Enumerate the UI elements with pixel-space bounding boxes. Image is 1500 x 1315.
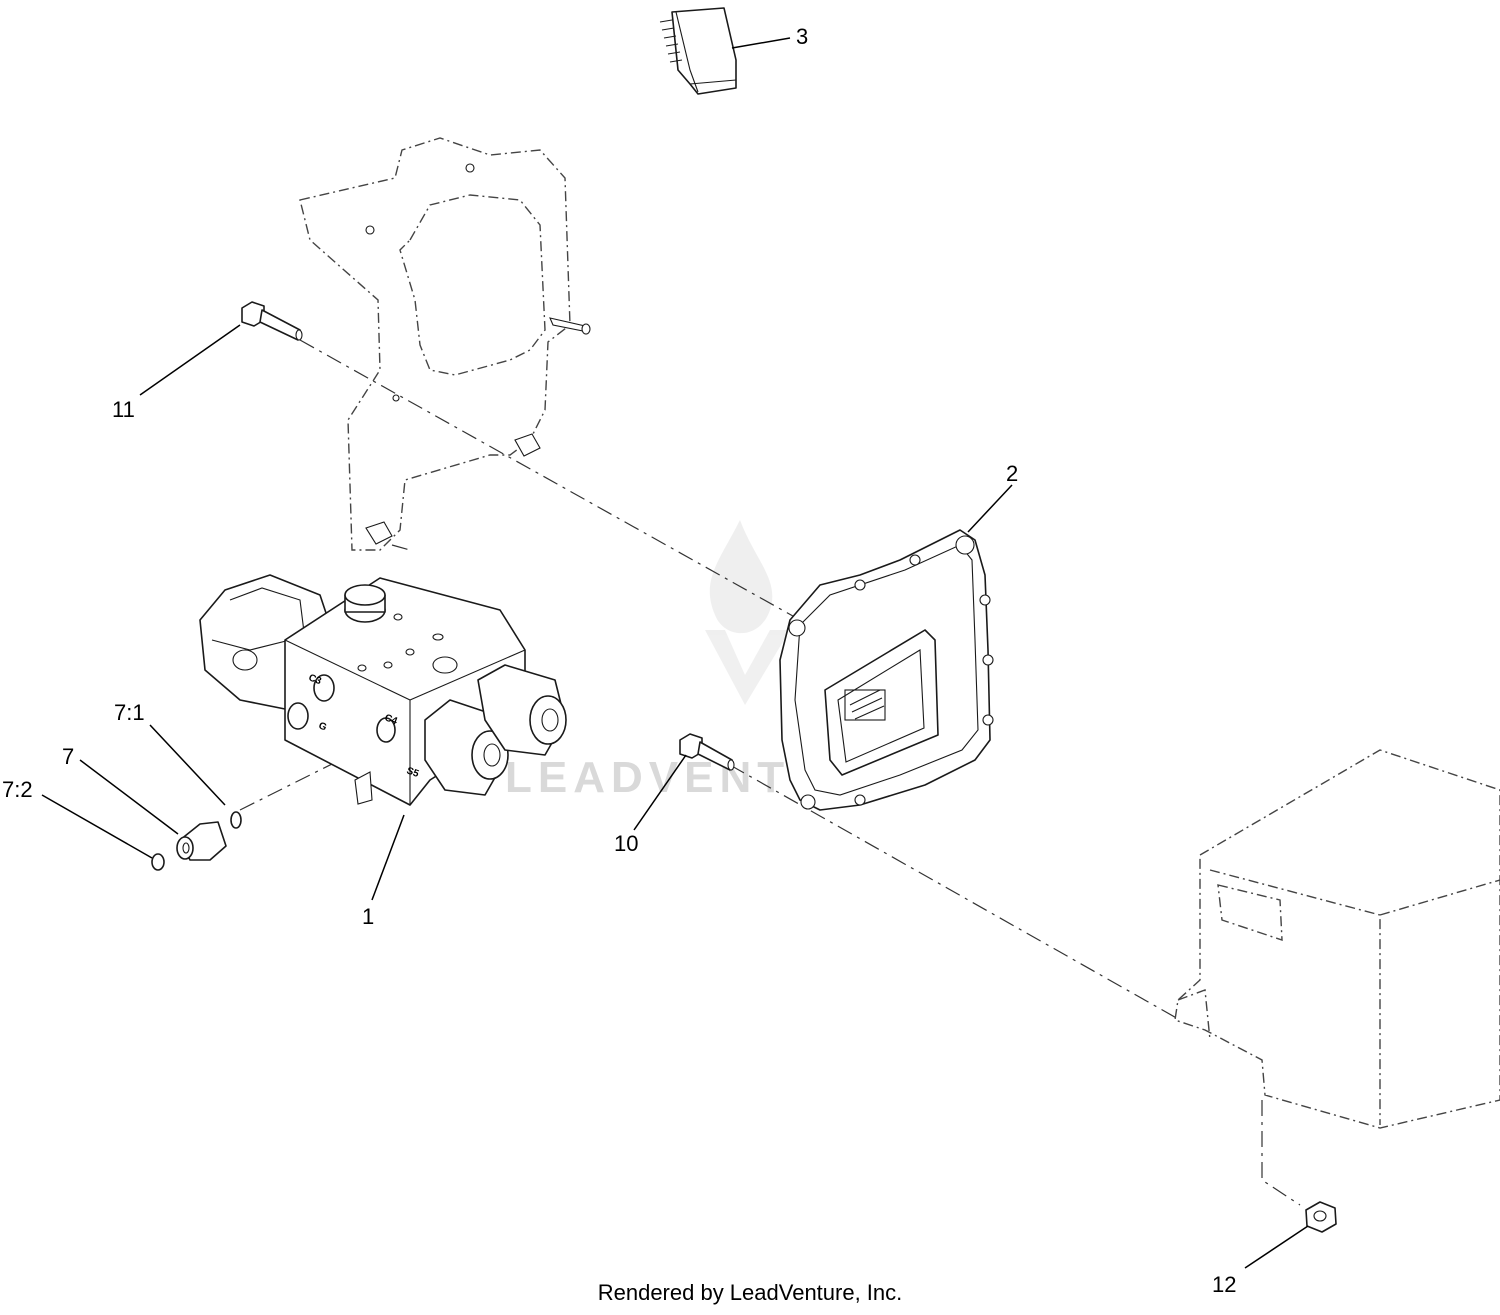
part-12-nut	[1305, 1201, 1337, 1233]
assembly-line-cover-to-nut	[1261, 1100, 1301, 1206]
callout-7-2: 7:2	[2, 777, 33, 802]
callout-11: 11	[112, 397, 135, 422]
watermark-logo	[705, 520, 790, 705]
mounting-bracket-phantom	[299, 137, 591, 551]
cover-phantom	[1174, 749, 1500, 1129]
part-7-fitting	[176, 821, 227, 861]
callout-3: 3	[796, 24, 808, 49]
leader-7-1	[149, 724, 226, 806]
leader-7-2	[41, 794, 153, 859]
part-7-1-o-ring	[230, 811, 242, 829]
part-1-valve-manifold: C3 G C4 S5	[199, 574, 567, 806]
callout-12: 12	[1212, 1272, 1236, 1297]
assembly-line-bracket-lower	[391, 544, 411, 551]
callout-2: 2	[1006, 461, 1018, 486]
leader-10	[633, 754, 687, 831]
callout-7-1: 7:1	[114, 700, 145, 725]
part-10-bolt	[679, 733, 735, 771]
part-3-connector	[659, 7, 737, 95]
callout-7: 7	[62, 744, 74, 769]
part-7-2-o-ring	[151, 853, 165, 871]
callout-1: 1	[362, 904, 374, 929]
stamp-s5: S5	[405, 765, 421, 780]
leader-7	[79, 759, 179, 835]
leader-2	[967, 484, 1013, 533]
stamp-c4: C4	[383, 712, 399, 727]
leader-11	[139, 324, 241, 396]
callout-10: 10	[614, 831, 638, 856]
leader-1	[371, 814, 405, 901]
leader-12	[1244, 1225, 1309, 1269]
assembly-line-bolt-to-cover	[729, 764, 1181, 1021]
part-2-controller	[779, 529, 994, 811]
footer-credit: Rendered by LeadVenture, Inc.	[597, 1280, 903, 1305]
stamp-g: G	[317, 720, 328, 733]
part-11-bolt	[241, 301, 303, 341]
assembly-line-bracket-to-controller	[299, 339, 801, 621]
leader-3	[731, 37, 791, 49]
stamp-c3: C3	[307, 672, 323, 687]
